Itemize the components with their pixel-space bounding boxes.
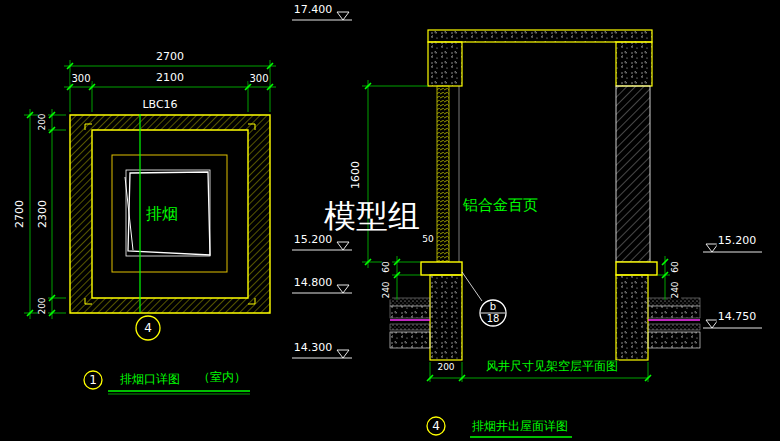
dimension-text: 60 — [671, 260, 681, 273]
drawing-title: 排烟井出屋面详图 — [471, 420, 569, 433]
dimension-text: 2300 — [37, 199, 49, 229]
dimension-text: 240 — [671, 280, 681, 299]
dimension-text: 240 — [382, 280, 392, 299]
detail-callout: b18 — [479, 299, 507, 327]
material-label: 铝合金百页 — [462, 197, 539, 214]
section-mark: LBC16 — [141, 99, 178, 111]
drawing-note: （室内） — [197, 371, 247, 384]
drawing-number: 1 — [83, 370, 103, 390]
dimension-text: 200 — [38, 112, 48, 131]
room-label: 排烟 — [145, 205, 179, 223]
section-callout: 4 — [135, 315, 161, 341]
elevation-text: 15.200 — [293, 234, 334, 246]
elevation-text: 15.200 — [717, 235, 758, 247]
callout-number: 1 — [89, 374, 97, 387]
callout-number: 4 — [144, 322, 152, 335]
dimension-text: 200 — [436, 363, 455, 373]
dimension-text: 300 — [70, 73, 91, 84]
callout-number: b — [490, 302, 496, 313]
elevation-text: 14.750 — [717, 311, 758, 323]
callout-number: 18 — [487, 314, 500, 325]
dimension-text: 200 — [38, 296, 48, 315]
note-text: 风井尺寸见架空层平面图 — [485, 360, 619, 373]
dimension-text: 1600 — [350, 160, 362, 190]
dimension-text: 300 — [248, 73, 269, 84]
dimension-text: 2700 — [155, 51, 185, 63]
watermark: 模型组 — [323, 199, 421, 234]
dimension-text: 2700 — [14, 199, 26, 229]
dimension-text: 60 — [382, 260, 392, 273]
elevation-text: 17.400 — [293, 4, 334, 16]
elevation-text: 14.300 — [293, 342, 334, 354]
callout-number: 4 — [432, 420, 440, 433]
elevation-text: 14.800 — [293, 277, 334, 289]
dimension-text: 50 — [421, 235, 434, 245]
drawing-title: 排烟口详图 — [119, 373, 181, 386]
dimension-text: 2100 — [155, 72, 185, 84]
drawing-number: 4 — [426, 416, 446, 436]
